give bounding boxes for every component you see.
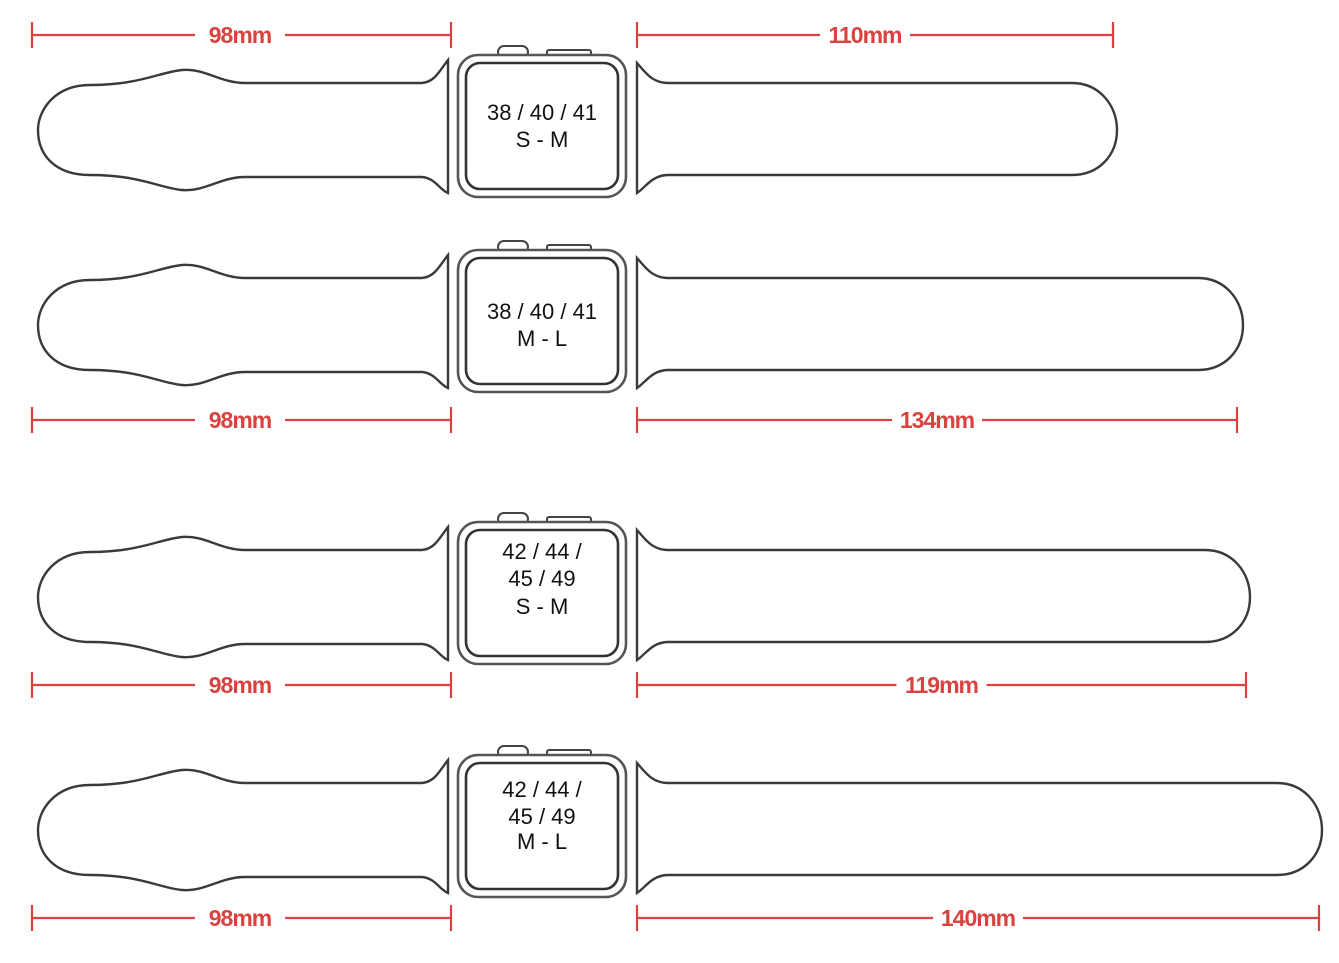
size-label: M - L — [517, 829, 567, 854]
size-label: 38 / 40 / 41 — [487, 299, 597, 324]
left-strap — [36, 56, 450, 195]
dimension-label: 98mm — [209, 905, 272, 931]
dimension-label: 134mm — [900, 407, 975, 433]
size-label: M - L — [517, 326, 567, 351]
dimension-label: 110mm — [828, 22, 902, 48]
size-label: 38 / 40 / 41 — [487, 100, 597, 125]
left-length-dimension: 98mm — [30, 905, 453, 931]
size-label: S - M — [516, 127, 569, 152]
size-label: 45 / 49 — [508, 566, 575, 591]
band-row-3: 42 / 44 /45 / 49 S - M 98mm 119mm — [30, 512, 1252, 698]
dimension-label: 140mm — [941, 905, 1016, 931]
band-row-2: 38 / 40 / 41M - L 98mm 134mm — [30, 240, 1245, 433]
dimension-label: 119mm — [905, 672, 979, 698]
watch-screen — [464, 256, 620, 386]
left-length-dimension: 98mm — [30, 407, 453, 433]
left-strap — [36, 523, 450, 662]
watch-screen — [464, 61, 620, 191]
right-strap — [635, 59, 1119, 196]
right-strap — [635, 526, 1252, 663]
size-label: 45 / 49 — [508, 804, 575, 829]
size-label: S - M — [516, 594, 569, 619]
band-row-1: 38 / 40 / 41S - M 98mm 110mm — [30, 22, 1119, 199]
right-length-dimension: 110mm — [635, 22, 1115, 48]
right-length-dimension: 119mm — [635, 672, 1248, 698]
dimension-label: 98mm — [209, 672, 272, 698]
dimension-label: 98mm — [209, 22, 272, 48]
size-label: 42 / 44 / — [502, 777, 582, 802]
watch-screen — [464, 761, 620, 891]
right-length-dimension: 134mm — [635, 407, 1239, 433]
watch-screen — [464, 528, 620, 658]
left-length-dimension: 98mm — [30, 22, 453, 48]
size-label: 42 / 44 / — [502, 539, 582, 564]
dimension-label: 98mm — [209, 407, 272, 433]
left-strap — [36, 251, 450, 390]
band-row-4: 42 / 44 /45 / 49M - L 98mm 140mm — [30, 745, 1324, 931]
right-length-dimension: 140mm — [635, 905, 1321, 931]
left-strap — [36, 756, 450, 895]
right-strap — [635, 254, 1245, 391]
right-strap — [635, 759, 1324, 896]
left-length-dimension: 98mm — [30, 672, 453, 698]
